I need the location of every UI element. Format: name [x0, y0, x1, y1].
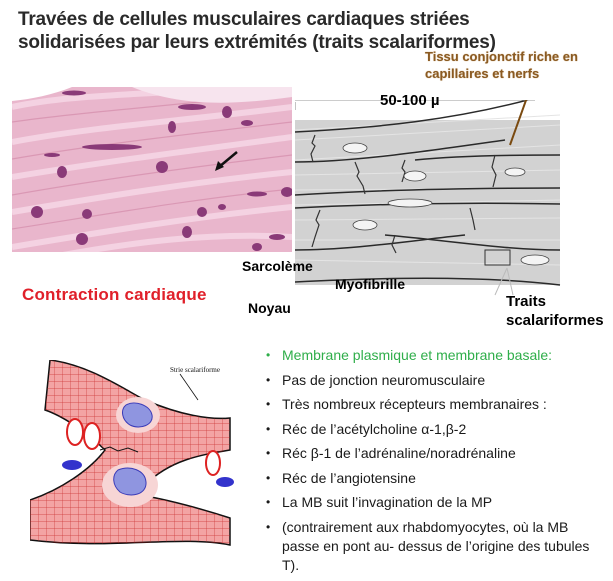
connective-tissue-line-1: Tissu conjonctif riche en: [425, 49, 578, 64]
title-line-1: Travées de cellules musculaires cardiaqu…: [18, 9, 470, 30]
strie-label: Strie scalariforme: [170, 366, 220, 374]
cardiac-muscle-drawing: [295, 100, 561, 296]
bullet-acetylcholine: Réc de l’acétylcholine α-1,β-2: [264, 417, 609, 442]
contraction-heading: Contraction cardiaque: [22, 285, 207, 304]
bullet-adrenaline: Réc β-1 de l’adrénaline/noradrénaline: [264, 441, 609, 466]
bullet-jonction: Pas de jonction neuromusculaire: [264, 368, 609, 393]
bullet-recepteurs: Très nombreux récepteurs membranaires :: [264, 392, 609, 417]
traits-line-2: scalariformes: [506, 312, 604, 329]
bullet-membrane: Membrane plasmique et membrane basale:: [264, 343, 609, 368]
page-title: Travées de cellules musculaires cardiaqu…: [18, 8, 496, 54]
traits-line-1: Traits: [506, 293, 547, 310]
bullet-rhabdomyocytes: (contrairement aux rhabdomyocytes, où la…: [264, 518, 609, 575]
sarcolemme-label: Sarcolème: [242, 258, 313, 274]
bullet-list: Membrane plasmique et membrane basale: P…: [264, 343, 609, 575]
histology-micrograph: [12, 87, 292, 252]
noyau-label: Noyau: [248, 300, 291, 316]
connective-tissue-line-2: capillaires et nerfs: [425, 66, 540, 81]
bullet-mb-invagination: La MB suit l’invagination de la MP: [264, 490, 609, 515]
arrow-icon: [215, 151, 238, 171]
myofibrille-label: Myofibrille: [335, 276, 406, 292]
title-line-2: solidarisées par leurs extrémités (trait…: [18, 32, 496, 53]
traits-scalariformes-label: Traits scalariformes: [506, 292, 604, 330]
connective-tissue-label: Tissu conjonctif riche en capillaires et…: [425, 48, 578, 82]
bullet-angiotensine: Réc de l’angiotensine: [264, 466, 609, 491]
cardiomyocyte-schema: Strie scalariforme: [30, 360, 234, 546]
scale-label: 50-100 µ: [380, 92, 440, 109]
